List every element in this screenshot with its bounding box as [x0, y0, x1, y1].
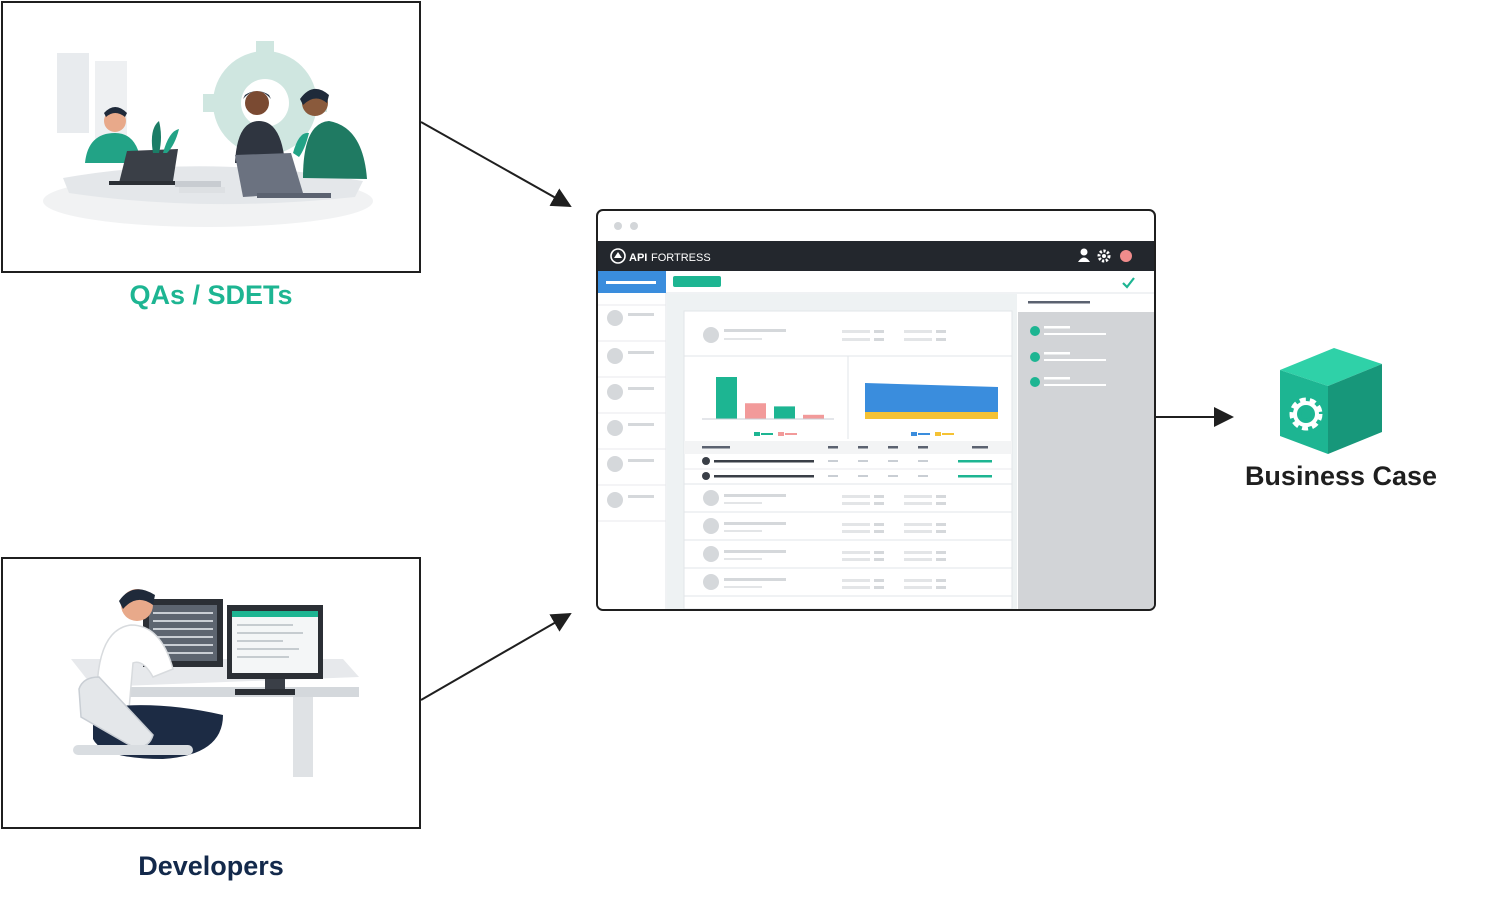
table-row[interactable]	[703, 490, 946, 506]
area-chart	[865, 383, 998, 419]
gear-icon	[1289, 397, 1323, 431]
app-window-mockup: API FORTRESS	[596, 209, 1156, 611]
table-row[interactable]	[703, 574, 946, 590]
window-dot	[630, 222, 638, 230]
bar-chart	[716, 377, 824, 419]
arrow-dev-to-app	[420, 613, 572, 701]
qa-team-illustration	[43, 41, 373, 227]
table-row[interactable]	[702, 457, 992, 465]
check-icon	[1122, 277, 1135, 289]
sidebar-items	[607, 310, 654, 508]
table-row[interactable]	[703, 546, 946, 562]
table-row[interactable]	[703, 518, 946, 534]
app-topbar	[598, 241, 1154, 271]
table-row[interactable]	[702, 472, 992, 480]
sidebar-item[interactable]	[607, 348, 623, 364]
gear-icon[interactable]	[1097, 249, 1111, 263]
status-dot	[1030, 352, 1040, 362]
bar-3	[774, 406, 795, 419]
bar-1	[716, 377, 737, 419]
sidebar-item[interactable]	[607, 456, 623, 472]
bar-chart-legend	[754, 432, 797, 436]
window-dot	[614, 222, 622, 230]
status-dot	[1030, 377, 1040, 387]
bar-2	[745, 403, 766, 419]
fortress-logo-icon	[610, 248, 626, 264]
developer-illustration-panel	[1, 557, 421, 829]
right-panel-items	[1030, 326, 1106, 387]
sidebar-item[interactable]	[607, 310, 623, 326]
sidebar-item[interactable]	[607, 420, 623, 436]
bar-4	[803, 414, 824, 419]
app-mockup-graphic: API FORTRESS	[598, 222, 1154, 609]
logo-text-bold: API	[629, 252, 647, 264]
business-case-label: Business Case	[1244, 461, 1438, 491]
sidebar-item[interactable]	[607, 384, 623, 400]
area-chart-legend	[911, 432, 954, 436]
qa-illustration-panel	[1, 1, 421, 273]
user-icon[interactable]	[1078, 248, 1090, 263]
arrow-qa-to-app	[420, 121, 572, 207]
right-panel	[1018, 294, 1154, 609]
developers-label: Developers	[138, 851, 284, 881]
qa-sdet-label: QAs / SDETs	[129, 280, 293, 310]
status-dot	[1030, 326, 1040, 336]
business-case-cube-icon	[1280, 348, 1382, 454]
developer-illustration	[71, 589, 359, 777]
area-series-yellow	[865, 412, 998, 419]
area-series-blue	[865, 383, 998, 412]
toolbar-green-button[interactable]	[673, 276, 721, 287]
logo-text-light: FORTRESS	[651, 252, 711, 264]
sidebar-item[interactable]	[607, 492, 623, 508]
record-dot-icon[interactable]	[1120, 250, 1132, 262]
left-sidebar	[598, 293, 666, 609]
